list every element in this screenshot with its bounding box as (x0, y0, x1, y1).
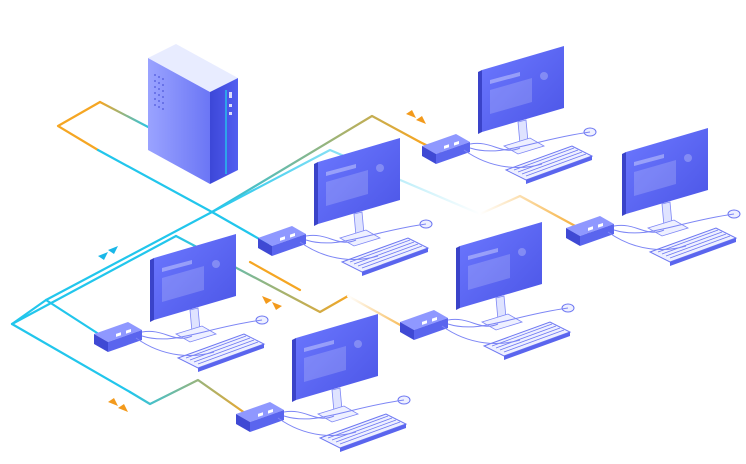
server-tower-icon (148, 44, 238, 184)
direction-arrow-icon (406, 110, 426, 124)
workstation-ws4 (400, 222, 575, 361)
monitor-icon (566, 128, 741, 267)
workstation-ws5 (236, 314, 411, 453)
monitor-icon (258, 138, 433, 277)
cable-to-ws4-b (248, 260, 302, 292)
workstation-ws2 (258, 138, 433, 277)
workstation-ws1 (422, 46, 597, 185)
cable-server-link (98, 100, 152, 130)
direction-arrows (98, 110, 426, 412)
cable-to-ws6 (478, 194, 592, 236)
direction-arrow-icon (98, 246, 118, 260)
monitor-icon (94, 234, 269, 373)
monitor-icon (400, 222, 575, 361)
cable-server-down (96, 148, 214, 214)
cable-bottom-route (128, 378, 254, 420)
workstation-ws3 (94, 234, 269, 373)
cable-network (10, 100, 592, 420)
direction-arrow-icon (262, 296, 282, 310)
workstation-ws6 (566, 128, 741, 267)
cable-ws3-up (10, 234, 178, 326)
cable-left-branch (10, 210, 214, 394)
cable-backbone-top (210, 114, 422, 214)
monitor-icon (236, 314, 411, 453)
cable-backbone-right (210, 148, 482, 216)
direction-arrow-icon (108, 398, 128, 412)
cable-server-left (56, 100, 102, 152)
monitor-icon (422, 46, 597, 185)
